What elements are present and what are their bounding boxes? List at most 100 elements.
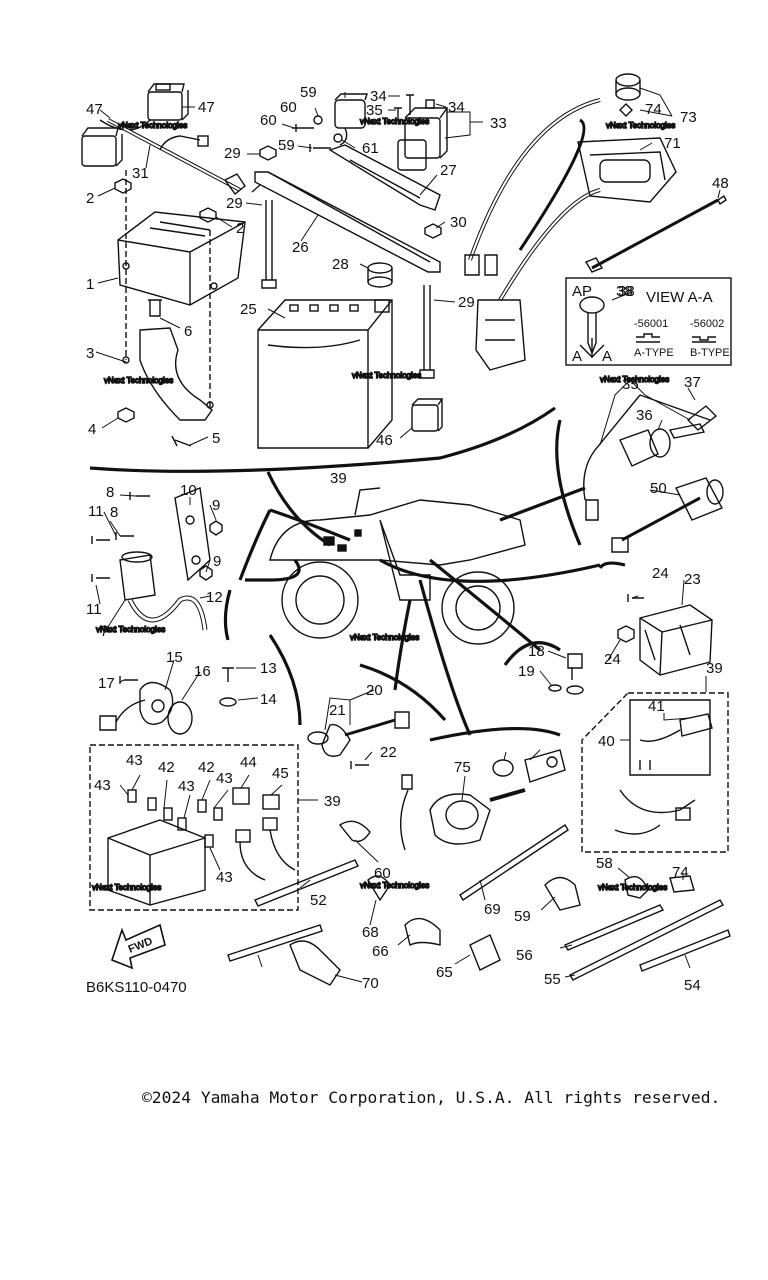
callout-label: 43 bbox=[94, 777, 111, 794]
callout-label: 38 bbox=[618, 283, 635, 300]
sub-harness-box-39 bbox=[581, 692, 729, 853]
callout-label: 74 bbox=[645, 101, 662, 118]
callout-label: 42 bbox=[198, 759, 215, 776]
callout-label: 59 bbox=[514, 908, 531, 925]
callout-label: 46 bbox=[376, 432, 393, 449]
callout-label: 21 bbox=[329, 702, 346, 719]
callout-label: 1 bbox=[86, 276, 94, 293]
callout-label: 29 bbox=[224, 145, 241, 162]
handlebar-switch-73 bbox=[577, 137, 677, 203]
callout-label: 65 bbox=[436, 964, 453, 981]
callout-label: 60 bbox=[260, 112, 277, 129]
copyright-notice: ©2024 Yamaha Motor Corporation, U.S.A. A… bbox=[142, 1088, 721, 1107]
watermark-text: vNext Technologies bbox=[598, 883, 667, 892]
callout-label: 70 bbox=[362, 975, 379, 992]
callout-label: 28 bbox=[332, 256, 349, 273]
callout-label: 43 bbox=[216, 869, 233, 886]
bracket-27 bbox=[328, 144, 441, 211]
callout-label: 24 bbox=[652, 565, 669, 582]
callout-label: 74 bbox=[672, 864, 689, 881]
callout-label: 7 bbox=[100, 623, 108, 640]
callout-label: 15 bbox=[166, 649, 183, 666]
damper-28 bbox=[367, 262, 393, 288]
view-ap-number: 38 bbox=[616, 283, 633, 300]
lead-wire-48 bbox=[584, 194, 727, 273]
watermark-text: vNext Technologies bbox=[92, 883, 161, 892]
callout-label: 34 bbox=[370, 88, 387, 105]
rectifier-23 bbox=[617, 594, 713, 676]
watermark-text: vNext Technologies bbox=[118, 121, 187, 130]
starter-relay-58 bbox=[292, 93, 368, 152]
callout-label: 47 bbox=[86, 101, 103, 118]
callout-label: 5 bbox=[212, 430, 220, 447]
sensor-20 bbox=[307, 711, 410, 769]
sensor-15 bbox=[99, 667, 237, 735]
callout-label: 40 bbox=[598, 733, 615, 750]
callout-label: 30 bbox=[450, 214, 467, 231]
callout-label: 69 bbox=[484, 901, 501, 918]
callout-label: 41 bbox=[648, 698, 665, 715]
callout-label: 52 bbox=[310, 892, 327, 909]
speed-sensor-18 bbox=[548, 653, 584, 695]
callout-label: 9 bbox=[213, 553, 221, 570]
callout-label: 43 bbox=[216, 770, 233, 787]
section-dividers bbox=[89, 406, 626, 742]
leader-lines bbox=[95, 87, 721, 983]
wiring-parts-diagram: vNext Technologies vNext Technologies vN… bbox=[81, 73, 732, 996]
ignition-coil bbox=[91, 487, 223, 631]
watermarks: vNext Technologies vNext Technologies vN… bbox=[91, 116, 676, 892]
callout-label: 37 bbox=[684, 374, 701, 391]
stator-68 bbox=[400, 749, 566, 851]
callout-label: 60 bbox=[280, 99, 297, 116]
cable-ties-clamps bbox=[227, 820, 731, 986]
callout-label: 29 bbox=[458, 294, 475, 311]
callout-label: 39 bbox=[330, 470, 347, 487]
callout-label: 34 bbox=[448, 99, 465, 116]
callout-label: 68 bbox=[362, 924, 379, 941]
callout-label: 39 bbox=[706, 660, 723, 677]
callout-label: 71 bbox=[664, 135, 681, 152]
cap-75 bbox=[615, 73, 641, 117]
watermark-text: vNext Technologies bbox=[104, 376, 173, 385]
watermark-text: vNext Technologies bbox=[360, 117, 429, 126]
atv-silhouette bbox=[269, 487, 526, 645]
fuse-box-39 bbox=[89, 744, 299, 911]
callout-label: 23 bbox=[684, 571, 701, 588]
watermark-text: vNext Technologies bbox=[606, 121, 675, 130]
callout-label: 66 bbox=[372, 943, 389, 960]
callout-label: 75 bbox=[454, 759, 471, 776]
fwd-arrow-icon bbox=[111, 923, 166, 970]
callout-label: 11 bbox=[88, 503, 104, 520]
callout-label: 58 bbox=[596, 855, 613, 872]
callout-label: 29 bbox=[226, 195, 243, 212]
watermark-text: vNext Technologies bbox=[96, 625, 165, 634]
main-switch-assy bbox=[583, 394, 724, 553]
diagram-code: B6KS110-0470 bbox=[86, 979, 187, 996]
callout-label: 10 bbox=[180, 482, 197, 499]
view-aa-text: AP 38 VIEW A-A A A -56001 -56002 A-TYPE … bbox=[572, 283, 730, 365]
type-a-label: A-TYPE bbox=[634, 347, 674, 359]
callout-label: 33 bbox=[490, 115, 507, 132]
battery-bracket-26 bbox=[251, 171, 441, 273]
callout-label: 73 bbox=[680, 109, 697, 126]
callout-label: 59 bbox=[278, 137, 295, 154]
battery-25 bbox=[257, 299, 393, 449]
callout-label: 27 bbox=[440, 162, 457, 179]
callout-label: 35 bbox=[366, 102, 383, 119]
relay-group-32 bbox=[394, 94, 449, 171]
callout-label: 31 bbox=[132, 165, 149, 182]
harness-31 bbox=[107, 118, 246, 196]
watermark-text: vNext Technologies bbox=[600, 375, 669, 384]
callout-label: 13 bbox=[260, 660, 277, 677]
relay-group-47 bbox=[81, 83, 189, 167]
callout-label: 19 bbox=[518, 663, 535, 680]
type-b-code: -56002 bbox=[690, 318, 724, 330]
callout-label: 26 bbox=[292, 239, 309, 256]
view-title: VIEW A-A bbox=[646, 289, 713, 306]
callout-label: 43 bbox=[126, 752, 143, 769]
callout-label: 24 bbox=[604, 651, 621, 668]
callout-label: 56 bbox=[516, 947, 533, 964]
callout-label: 61 bbox=[362, 140, 379, 157]
callout-label: 42 bbox=[158, 759, 175, 776]
callout-labels: 47 47 2 2 1 6 3 4 5 31 29 29 26 30 28 29… bbox=[86, 84, 729, 994]
